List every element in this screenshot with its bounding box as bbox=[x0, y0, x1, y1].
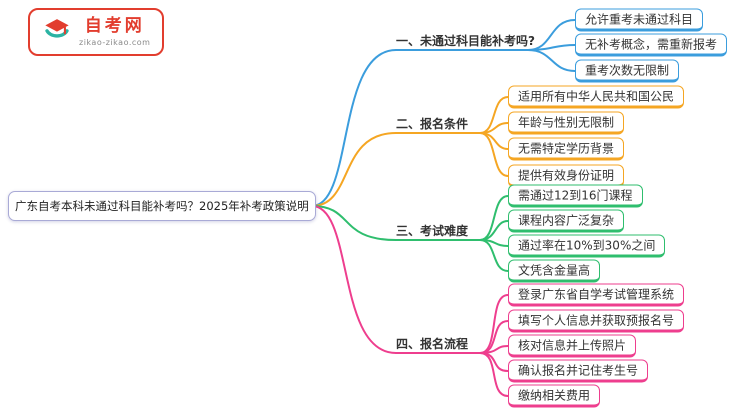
branch-connectors-registration-conditions bbox=[311, 96, 509, 207]
leaf-node: 需通过12到16门课程 bbox=[508, 184, 643, 208]
leaf-node: 核对信息并上传照片 bbox=[508, 334, 637, 358]
leaf-node: 重考次数无限制 bbox=[575, 59, 680, 83]
logo-site-domain: zikao-zikao.com bbox=[79, 38, 151, 48]
leaf-node: 登录广东省自学考试管理系统 bbox=[508, 283, 685, 307]
leaf-node: 缴纳相关费用 bbox=[508, 384, 601, 408]
graduation-cap-icon bbox=[42, 15, 72, 49]
leaf-node: 无补考概念，需重新报考 bbox=[575, 33, 728, 57]
leaf-node: 通过率在10%到30%之间 bbox=[508, 234, 666, 258]
branch-label-registration-process: 四、报名流程 bbox=[396, 337, 469, 351]
branch-label-registration-conditions: 二、报名条件 bbox=[396, 117, 469, 131]
leaf-node: 确认报名并记住考生号 bbox=[508, 359, 649, 383]
leaf-node: 年龄与性别无限制 bbox=[508, 111, 625, 135]
leaf-node: 文凭含金量高 bbox=[508, 259, 601, 283]
leaf-node: 课程内容广泛复杂 bbox=[508, 209, 625, 233]
branch-label-retake-question: 一、未通过科目能补考吗? bbox=[396, 34, 535, 48]
leaf-node: 无需特定学历背景 bbox=[508, 137, 625, 161]
logo-site-name: 自考网 bbox=[84, 15, 145, 36]
leaf-node: 适用所有中华人民共和国公民 bbox=[508, 85, 685, 109]
root-topic-node: 广东自考本科未通过科目能补考吗？2025年补考政策说明 bbox=[8, 191, 316, 221]
site-logo[interactable]: 自考网 zikao-zikao.com bbox=[28, 8, 165, 56]
branch-label-exam-difficulty: 三、考试难度 bbox=[396, 224, 469, 238]
leaf-node: 填写个人信息并获取预报名号 bbox=[508, 309, 685, 333]
leaf-node: 允许重考未通过科目 bbox=[575, 8, 704, 32]
